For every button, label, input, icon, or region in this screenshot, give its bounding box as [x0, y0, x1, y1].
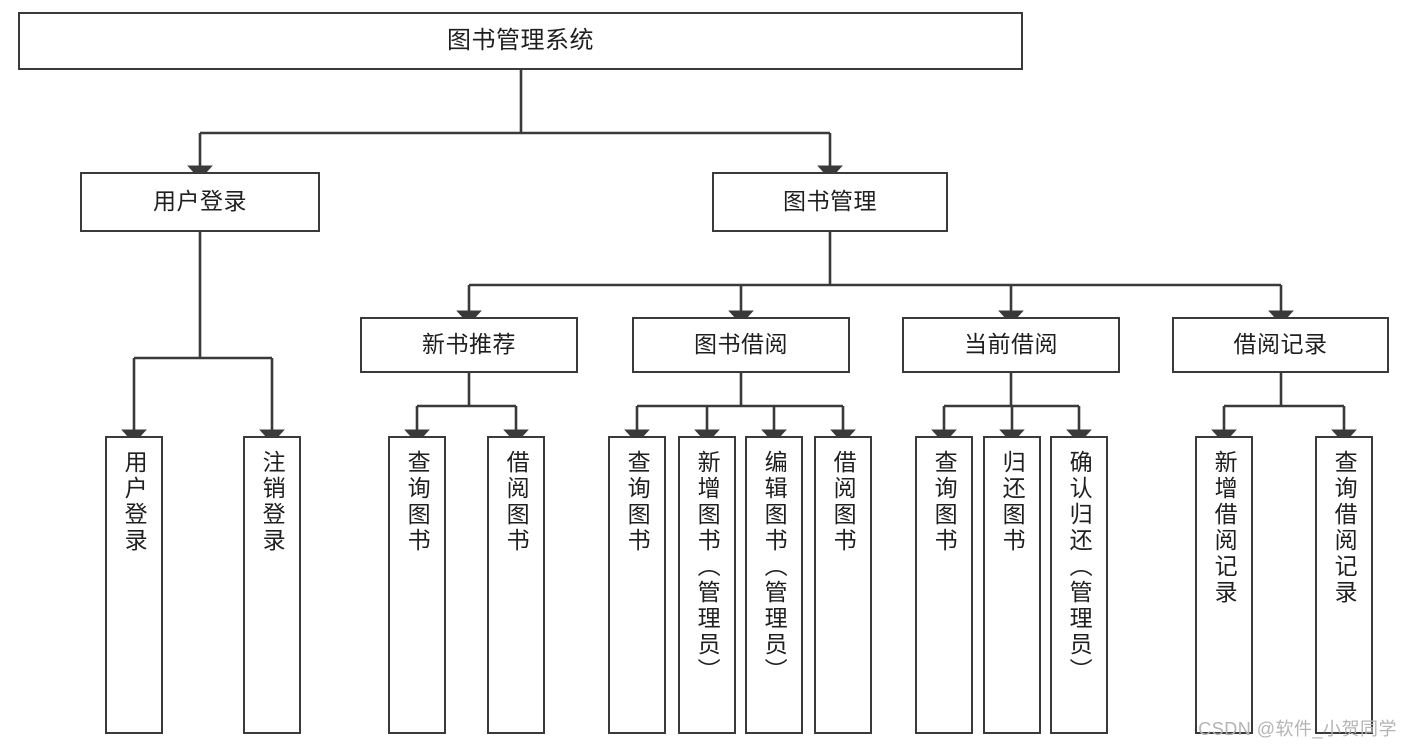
node-book-mgmt[interactable]: 图书管理	[712, 172, 948, 232]
node-label-current-borrow: 当前借阅	[964, 331, 1058, 358]
node-book-borrow[interactable]: 图书借阅	[632, 317, 850, 373]
node-label-leaf-logout: 注销登录	[259, 450, 286, 554]
node-label-new-book-rec: 新书推荐	[422, 331, 516, 358]
node-label-leaf-borrow-2: 借阅图书	[830, 450, 857, 554]
node-label-leaf-edit-book: 编辑图书（管理员）	[761, 450, 788, 684]
node-leaf-logout[interactable]: 注销登录	[243, 436, 301, 734]
node-label-leaf-return: 归还图书	[999, 450, 1026, 554]
node-user-login[interactable]: 用户登录	[80, 172, 320, 232]
node-leaf-return[interactable]: 归还图书	[983, 436, 1041, 734]
node-label-book-borrow: 图书借阅	[694, 331, 788, 358]
node-label-leaf-user-login: 用户登录	[121, 450, 148, 554]
node-leaf-borrow-1[interactable]: 借阅图书	[487, 436, 545, 734]
node-leaf-query-2[interactable]: 查询图书	[608, 436, 666, 734]
node-new-book-rec[interactable]: 新书推荐	[360, 317, 578, 373]
node-leaf-query-1[interactable]: 查询图书	[388, 436, 446, 734]
node-borrow-record[interactable]: 借阅记录	[1172, 317, 1389, 373]
node-label-leaf-add-rec: 新增借阅记录	[1211, 450, 1238, 606]
node-label-leaf-add-book: 新增图书（管理员）	[694, 450, 721, 684]
node-leaf-add-book[interactable]: 新增图书（管理员）	[678, 436, 736, 734]
node-label-leaf-query-rec: 查询借阅记录	[1331, 450, 1358, 606]
node-root[interactable]: 图书管理系统	[18, 12, 1023, 70]
node-label-leaf-confirm: 确认归还（管理员）	[1066, 450, 1093, 684]
node-leaf-confirm[interactable]: 确认归还（管理员）	[1050, 436, 1108, 734]
node-label-leaf-borrow-1: 借阅图书	[503, 450, 530, 554]
node-label-leaf-query-1: 查询图书	[404, 450, 431, 554]
node-leaf-add-rec[interactable]: 新增借阅记录	[1195, 436, 1253, 734]
watermark-text: CSDN @软件_小贺同学	[1198, 719, 1397, 739]
node-label-borrow-record: 借阅记录	[1233, 331, 1328, 358]
node-leaf-query-rec[interactable]: 查询借阅记录	[1315, 436, 1373, 734]
node-leaf-user-login[interactable]: 用户登录	[105, 436, 163, 734]
node-leaf-edit-book[interactable]: 编辑图书（管理员）	[745, 436, 803, 734]
node-current-borrow[interactable]: 当前借阅	[902, 317, 1120, 373]
node-label-leaf-query-3: 查询图书	[931, 450, 958, 554]
node-leaf-borrow-2[interactable]: 借阅图书	[814, 436, 872, 734]
node-label-user-login: 用户登录	[153, 188, 247, 215]
node-leaf-query-3[interactable]: 查询图书	[915, 436, 973, 734]
node-label-book-mgmt: 图书管理	[783, 188, 877, 215]
node-label-leaf-query-2: 查询图书	[624, 450, 651, 554]
node-label-root: 图书管理系统	[447, 26, 594, 54]
